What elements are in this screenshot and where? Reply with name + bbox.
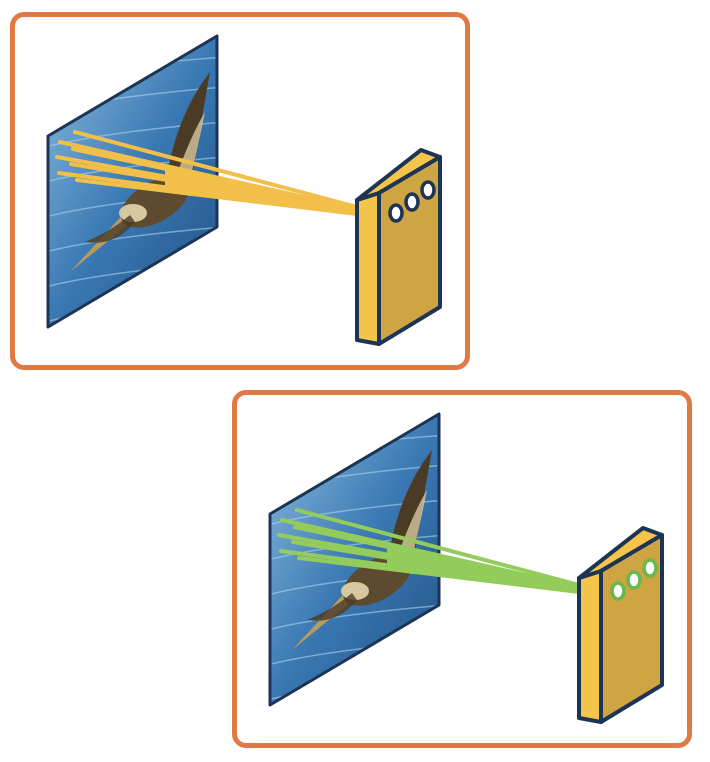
scene-top bbox=[46, 34, 442, 346]
lens-circle-icon bbox=[388, 180, 436, 223]
panel-bottom bbox=[232, 390, 692, 748]
panel-top bbox=[10, 12, 470, 370]
lens-circle-icon bbox=[610, 558, 658, 601]
light-rays-icon bbox=[55, 130, 359, 216]
camera-box-icon bbox=[577, 526, 664, 724]
light-rays-icon bbox=[277, 508, 581, 594]
camera-box-icon bbox=[355, 148, 442, 346]
scene-bottom bbox=[268, 412, 664, 724]
